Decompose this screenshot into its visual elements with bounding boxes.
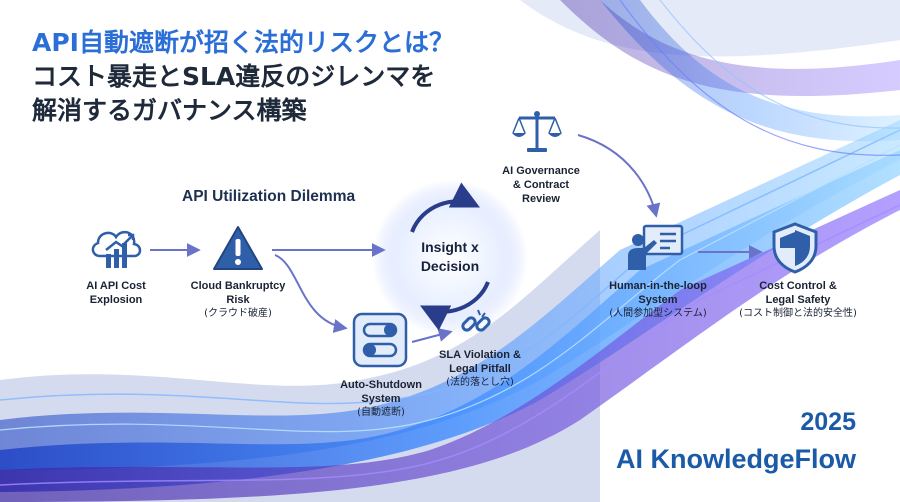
arrow-risk-to-shutdown xyxy=(274,254,348,333)
shield-icon xyxy=(772,222,818,274)
node-cost-explosion: AI API Cost Explosion xyxy=(64,279,168,307)
node-label: Legal Safety xyxy=(765,294,831,306)
node-label: Explosion xyxy=(89,294,143,306)
node-label: SLA Violation & xyxy=(439,349,521,361)
center-insight-decision: Insight x Decision xyxy=(408,238,492,276)
toggle-switch-icon xyxy=(352,312,408,368)
node-label: Cloud Bankruptcy xyxy=(190,280,286,292)
scales-icon xyxy=(512,111,562,152)
node-sublabel: (人間参加型システム) xyxy=(609,308,707,319)
broken-chain-icon xyxy=(461,309,491,332)
brand-year: 2025 xyxy=(800,408,856,436)
node-label: Legal Pitfall xyxy=(449,363,511,375)
arrow-governance-to-hitl xyxy=(577,134,661,218)
node-sublabel: (自動遮断) xyxy=(357,407,405,418)
node-label: AI Governance xyxy=(502,165,580,177)
node-human-in-the-loop: Human-in-the-loop System (人間参加型システム) xyxy=(596,279,720,321)
center-line-1: Insight x xyxy=(421,239,479,255)
node-label: Human-in-the-loop xyxy=(609,280,707,292)
title-line-3: 解消するガバナンス構築 xyxy=(32,96,307,125)
center-line-2: Decision xyxy=(420,258,480,274)
node-sublabel: (コスト制御と法的安全性) xyxy=(739,308,857,319)
warning-icon xyxy=(213,226,263,270)
node-label: System xyxy=(638,294,678,306)
node-cost-control-legal-safety: Cost Control & Legal Safety (コスト制御と法的安全性… xyxy=(722,279,874,321)
node-sla-violation: SLA Violation & Legal Pitfall (法的落とし穴) xyxy=(422,348,538,390)
cycle-arrow-bottom xyxy=(419,281,490,331)
node-auto-shutdown: Auto-Shutdown System (自動遮断) xyxy=(326,378,436,420)
node-sublabel: (クラウド破産) xyxy=(204,308,272,319)
arrow-shutdown-to-sla xyxy=(411,328,453,343)
node-cloud-bankruptcy: Cloud Bankruptcy Risk (クラウド破産) xyxy=(178,279,298,321)
node-label: Review xyxy=(522,193,560,205)
brand-name: AI KnowledgeFlow xyxy=(616,444,856,474)
node-label: Cost Control & xyxy=(759,280,837,292)
node-label: AI API Cost xyxy=(86,280,146,292)
node-label: & Contract xyxy=(512,179,570,191)
title-line-2: コスト暴走とSLA違反のジレンマを xyxy=(32,62,436,91)
title-line-1: API自動遮断が招く法的リスクとは？ xyxy=(32,28,454,57)
cycle-arrow-top xyxy=(410,182,481,233)
node-label: System xyxy=(361,393,401,405)
node-sublabel: (法的落とし穴) xyxy=(446,377,514,388)
presenter-icon xyxy=(628,224,684,270)
node-label: Risk xyxy=(226,294,250,306)
node-label: Auto-Shutdown xyxy=(340,379,422,391)
section-label: API Utilization Dilemma xyxy=(182,188,356,205)
cloud-chart-icon xyxy=(91,230,142,268)
node-ai-governance: AI Governance & Contract Review xyxy=(486,164,596,206)
page-title: API自動遮断が招く法的リスクとは？ コスト暴走とSLA違反のジレンマを 解消す… xyxy=(32,26,454,128)
